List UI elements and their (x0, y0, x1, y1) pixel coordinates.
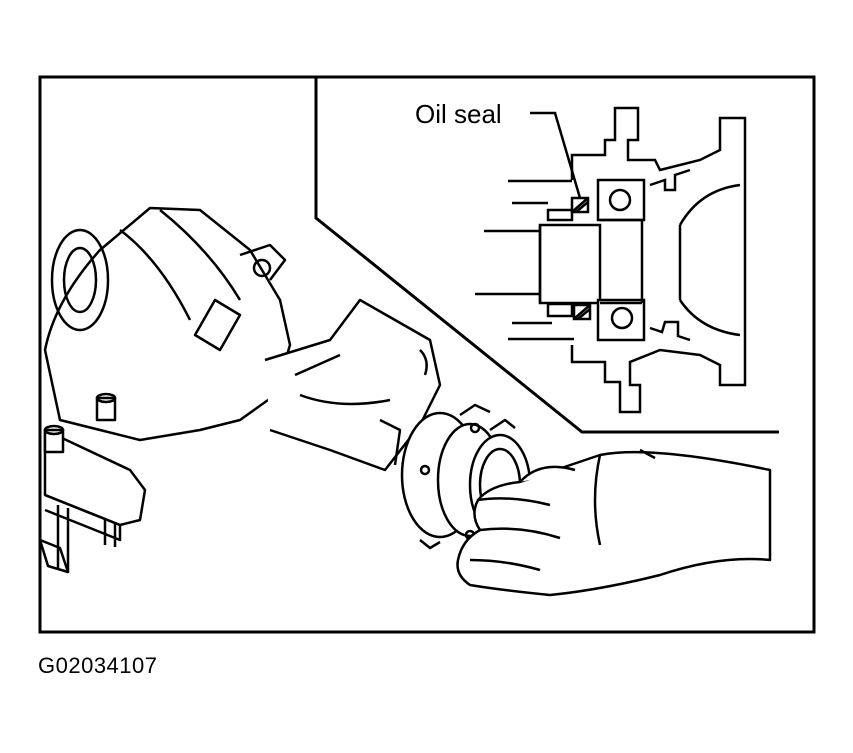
technician-hand (456, 448, 772, 597)
cross-section-detail (475, 106, 747, 414)
inset-border (314, 77, 779, 434)
mounting-bolts (38, 392, 117, 574)
figure-code: G02034107 (38, 653, 158, 678)
oil-seal-label: Oil seal (415, 99, 502, 129)
differential-assembly (38, 206, 532, 574)
figure-frame (38, 75, 816, 634)
